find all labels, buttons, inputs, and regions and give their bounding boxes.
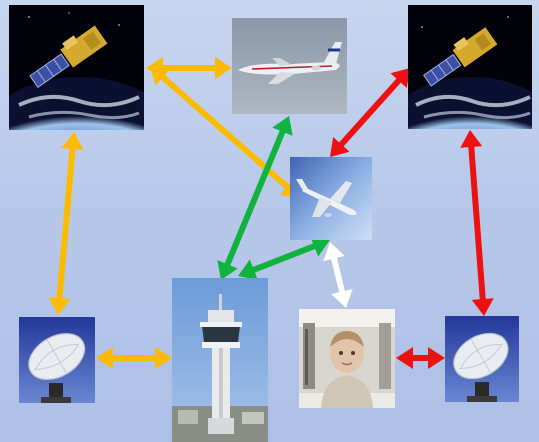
link-aircraft-sky-to-child: [323, 242, 353, 308]
link-shaft: [337, 77, 403, 148]
link-airliner-to-control-tower: [217, 116, 293, 280]
link-dish-left-to-control-tower: [96, 347, 172, 369]
link-satellite-left-to-airliner: [146, 57, 232, 79]
arrowhead-end: [215, 57, 232, 79]
airliner-node: [232, 18, 347, 114]
air-traffic-control-tower-icon: [172, 278, 268, 442]
satellite-right-node: [408, 5, 532, 129]
arrowhead-start: [61, 132, 84, 150]
arrowhead-start: [396, 347, 413, 369]
arrowhead-end: [155, 347, 172, 369]
arrowhead-end: [471, 298, 494, 316]
link-shaft: [223, 128, 287, 268]
aircraft-in-sky-icon: [290, 157, 372, 240]
airliner-photo-icon: [232, 18, 347, 114]
link-satellite-right-to-dish-right: [460, 130, 494, 316]
link-shaft: [468, 144, 486, 302]
aircraft-sky-node: [290, 157, 372, 240]
satellite-over-earth-icon: [408, 5, 532, 129]
link-control-tower-to-aircraft-sky: [238, 235, 330, 281]
arrowhead-end: [217, 260, 238, 280]
link-child-to-dish-right: [396, 347, 445, 369]
dish-left-node: [19, 317, 95, 403]
arrowhead-start: [96, 347, 113, 369]
link-shaft: [56, 146, 76, 301]
arrowhead-start: [323, 242, 345, 262]
arrowhead-end: [48, 297, 71, 315]
arrowhead-start: [272, 116, 293, 136]
link-satellite-left-to-dish-left: [48, 132, 84, 315]
satellite-left-node: [9, 5, 144, 130]
child-node: [299, 309, 395, 408]
arrowhead-end: [330, 137, 350, 157]
arrowhead-start: [238, 259, 258, 281]
satellite-over-earth-icon: [9, 5, 144, 130]
dish-right-node: [445, 316, 519, 402]
control-tower-node: [172, 278, 268, 442]
link-shaft: [250, 242, 318, 274]
arrowhead-start: [460, 130, 483, 148]
arrowhead-start: [146, 57, 163, 79]
child-photo-icon: [299, 309, 395, 408]
arrowhead-end: [428, 347, 445, 369]
ground-antenna-dish-icon: [19, 317, 95, 403]
ground-antenna-dish-icon: [445, 316, 519, 402]
arrowhead-start: [150, 66, 171, 86]
link-shaft: [330, 255, 346, 295]
arrowhead-end: [331, 288, 353, 308]
